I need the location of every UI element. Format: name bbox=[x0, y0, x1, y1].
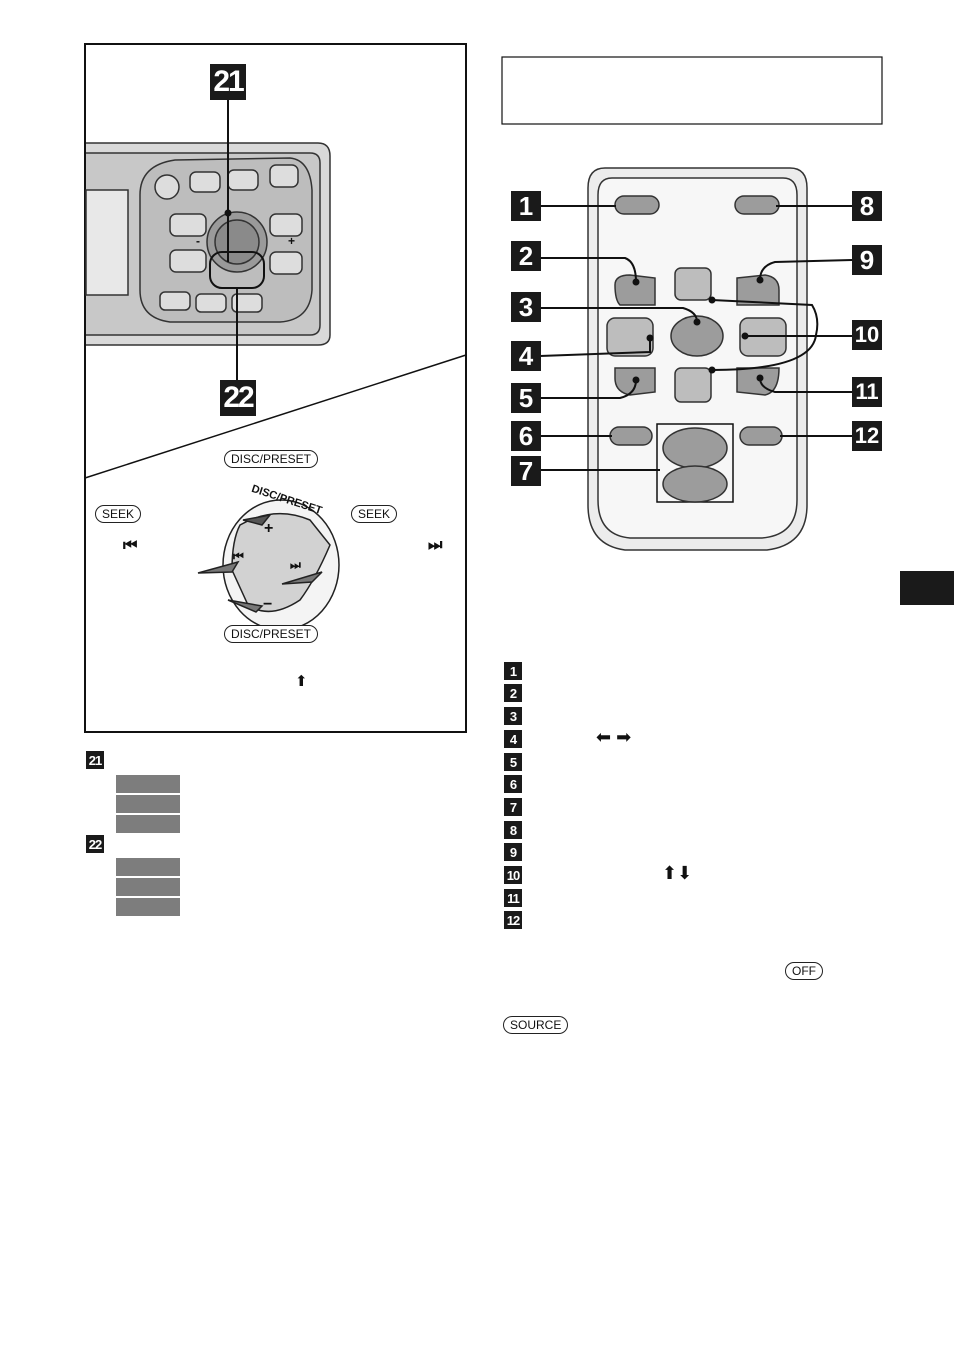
left-right-arrows-icon: ⬅ ➡ bbox=[596, 727, 632, 747]
remote-callout-12: 12 bbox=[852, 421, 882, 451]
remote-callout-9: 9 bbox=[852, 245, 882, 275]
legend-22-badge: 22 bbox=[86, 835, 104, 853]
remote-callout-8: 8 bbox=[852, 191, 882, 221]
off-button-label: OFF bbox=[785, 962, 823, 980]
callout-21-badge: 21 bbox=[210, 64, 246, 100]
legend-item-2-badge: 2 bbox=[504, 684, 522, 702]
legend-item-7-badge: 7 bbox=[504, 798, 522, 816]
head-unit-drawing bbox=[85, 142, 331, 346]
left-panel-frame bbox=[84, 43, 467, 733]
dial-minus-label: − bbox=[263, 596, 273, 613]
front-plus-label: + bbox=[288, 234, 296, 248]
next-track-icon: ⏭ bbox=[428, 537, 443, 554]
legend-21-bar-3 bbox=[116, 815, 180, 833]
legend-item-1-badge: 1 bbox=[504, 662, 522, 680]
legend-item-11-badge: 11 bbox=[504, 889, 522, 907]
up-down-arrows-icon: ⬆⬇ bbox=[662, 863, 693, 883]
disc-preset-dial bbox=[197, 499, 340, 631]
remote-callout-3: 3 bbox=[511, 292, 541, 322]
dial-plus-label: + bbox=[264, 520, 274, 537]
remote-callout-1: 1 bbox=[511, 191, 541, 221]
remote-commander bbox=[587, 167, 808, 551]
callout-22-badge: 22 bbox=[220, 380, 256, 416]
remote-callout-5: 5 bbox=[511, 383, 541, 413]
disc-preset-top-button-label: DISC/PRESET bbox=[224, 450, 319, 468]
front-minus-label: - bbox=[196, 234, 200, 248]
seek-left-button-label: SEEK bbox=[95, 505, 142, 523]
section-thumb-tab bbox=[900, 571, 954, 605]
legend-item-12-badge: 12 bbox=[504, 911, 522, 929]
legend-22-bar-3 bbox=[116, 898, 180, 916]
legend-21-bar-1 bbox=[116, 775, 180, 793]
up-arrow-icon: ⬆ bbox=[295, 673, 308, 690]
legend-item-5-badge: 5 bbox=[504, 753, 522, 771]
legend-21-bar-2 bbox=[116, 795, 180, 813]
legend-22-bar-2 bbox=[116, 878, 180, 896]
dial-next-icon: ⏭ bbox=[290, 558, 301, 572]
legend-item-8-badge: 8 bbox=[504, 821, 522, 839]
legend-item-6-badge: 6 bbox=[504, 775, 522, 793]
remote-callout-4: 4 bbox=[511, 341, 541, 371]
dial-prev-icon: ⏮ bbox=[233, 549, 244, 563]
diagonal-divider bbox=[84, 354, 467, 479]
legend-21-badge: 21 bbox=[86, 751, 104, 769]
remote-title-box bbox=[501, 56, 883, 125]
source-button-label: SOURCE bbox=[503, 1016, 569, 1034]
legend-item-10-badge: 10 bbox=[504, 866, 522, 884]
remote-callout-2: 2 bbox=[511, 241, 541, 271]
legend-22-bar-1 bbox=[116, 858, 180, 876]
legend-item-3-badge: 3 bbox=[504, 707, 522, 725]
remote-callout-7: 7 bbox=[511, 456, 541, 486]
legend-item-9-badge: 9 bbox=[504, 843, 522, 861]
remote-callout-10: 10 bbox=[852, 320, 882, 350]
prev-track-icon: ⏮ bbox=[123, 537, 138, 554]
disc-preset-bottom-button-label: DISC/PRESET bbox=[224, 625, 319, 643]
legend-item-4-badge: 4 bbox=[504, 730, 522, 748]
seek-right-button-label: SEEK bbox=[351, 505, 398, 523]
remote-callout-11: 11 bbox=[852, 377, 882, 407]
remote-callout-6: 6 bbox=[511, 421, 541, 451]
